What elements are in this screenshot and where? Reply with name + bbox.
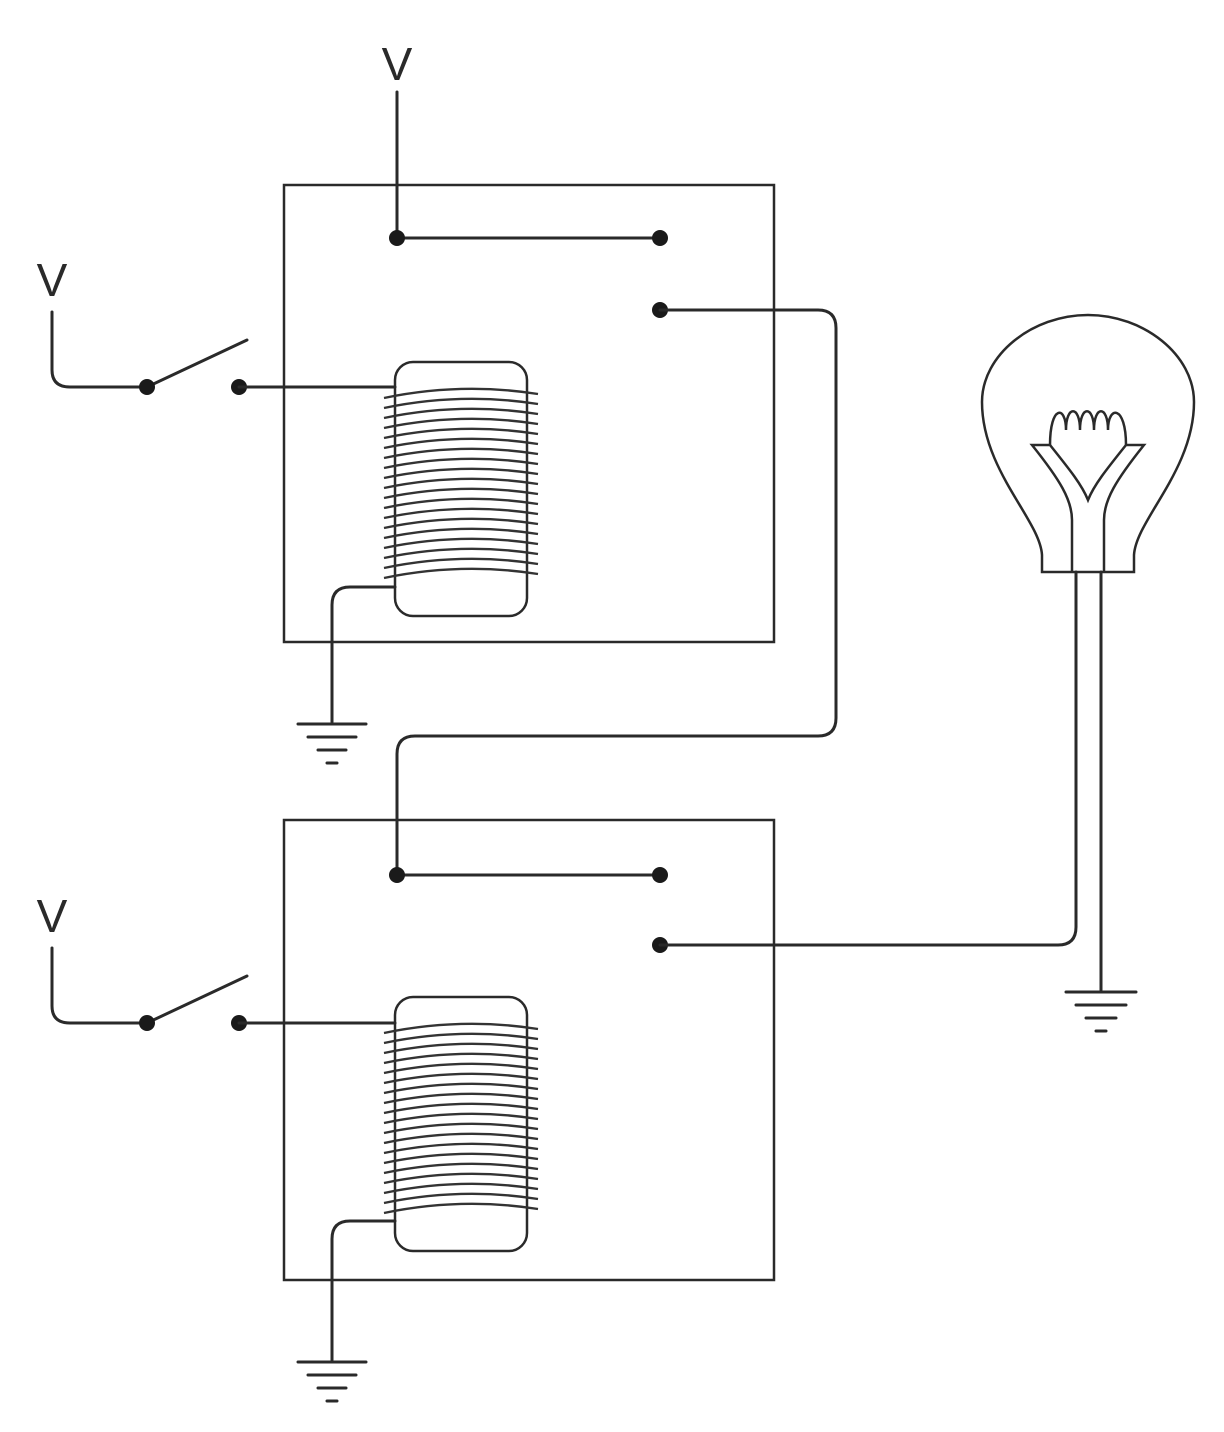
- coil-winding: [383, 487, 539, 500]
- coil-winding: [383, 1132, 539, 1145]
- switch-2-supply-wire: [50, 946, 149, 1025]
- coil-winding: [383, 1142, 539, 1155]
- top-supply-wire: [395, 90, 662, 240]
- bulb-glass: [980, 313, 1196, 574]
- coil-winding: [383, 1062, 539, 1075]
- coil-winding: [383, 1162, 539, 1175]
- coil-winding: [383, 517, 539, 530]
- coil-winding: [383, 397, 539, 410]
- relay-2-contact-closed: [652, 867, 668, 883]
- coil-winding: [383, 1182, 539, 1195]
- ground-symbol-2: [296, 1360, 368, 1403]
- coil-winding: [383, 1092, 539, 1105]
- supply-label-top: V: [382, 38, 413, 90]
- ground-symbol-1: [296, 722, 368, 765]
- bulb-stem: [1029, 443, 1147, 572]
- switch-1-pivot: [139, 379, 155, 395]
- supply-label-switch-2: V: [37, 890, 68, 942]
- coil-winding: [383, 537, 539, 550]
- relay-2-coil: [383, 995, 539, 1253]
- coil-winding: [383, 1112, 539, 1125]
- ground-symbol-3: [1064, 990, 1138, 1033]
- coil-winding: [383, 1152, 539, 1165]
- coil-winding: [383, 1202, 539, 1215]
- coil-winding: [383, 477, 539, 490]
- relay-2: V: [37, 818, 776, 1403]
- coil-winding: [383, 1082, 539, 1095]
- coil-winding: [383, 567, 539, 580]
- coil-winding: [383, 507, 539, 520]
- coil-winding: [383, 1172, 539, 1185]
- coil-winding: [383, 547, 539, 560]
- supply-label-switch-1: V: [37, 254, 68, 306]
- coil-winding: [383, 1052, 539, 1065]
- relay-1-coil: [383, 360, 539, 618]
- coil-winding: [383, 557, 539, 570]
- lamp-feed-wire: [658, 570, 1078, 947]
- relay-1-contact-common: [389, 230, 405, 246]
- coil-winding: [383, 437, 539, 450]
- relay-2-coil-windings: [383, 1022, 539, 1215]
- relay-1: V: [37, 183, 776, 765]
- coil-winding: [383, 527, 539, 540]
- coil-winding: [383, 1102, 539, 1115]
- coil-winding: [383, 1122, 539, 1135]
- coil-winding: [383, 1022, 539, 1035]
- relay-1-housing: [282, 183, 776, 644]
- coil-winding: [383, 497, 539, 510]
- switch-1-supply-wire: [50, 310, 149, 389]
- relay-link-wire: [395, 308, 838, 877]
- coil-winding: [383, 447, 539, 460]
- coil-winding: [383, 467, 539, 480]
- bulb-filament: [1048, 410, 1128, 446]
- relay-2-contact-common: [389, 867, 405, 883]
- relay-1-ground-wire: [330, 585, 397, 724]
- coil-winding: [383, 417, 539, 430]
- switch-2-lever: [145, 974, 249, 1025]
- relay-2-ground-wire: [330, 1219, 397, 1362]
- coil-winding: [383, 1042, 539, 1055]
- coil-winding: [383, 457, 539, 470]
- coil-winding: [383, 427, 539, 440]
- relay-1-contact-closed: [652, 230, 668, 246]
- relay-1-coil-windings: [383, 387, 539, 580]
- coil-winding: [383, 407, 539, 420]
- coil-winding: [383, 1072, 539, 1085]
- coil-winding: [383, 1032, 539, 1045]
- coil-winding: [383, 387, 539, 400]
- light-bulb-icon: [980, 313, 1196, 574]
- switch-1-lever: [145, 338, 249, 389]
- relay-2-housing: [282, 818, 776, 1282]
- coil-winding: [383, 1192, 539, 1205]
- switch-2-pivot: [139, 1015, 155, 1031]
